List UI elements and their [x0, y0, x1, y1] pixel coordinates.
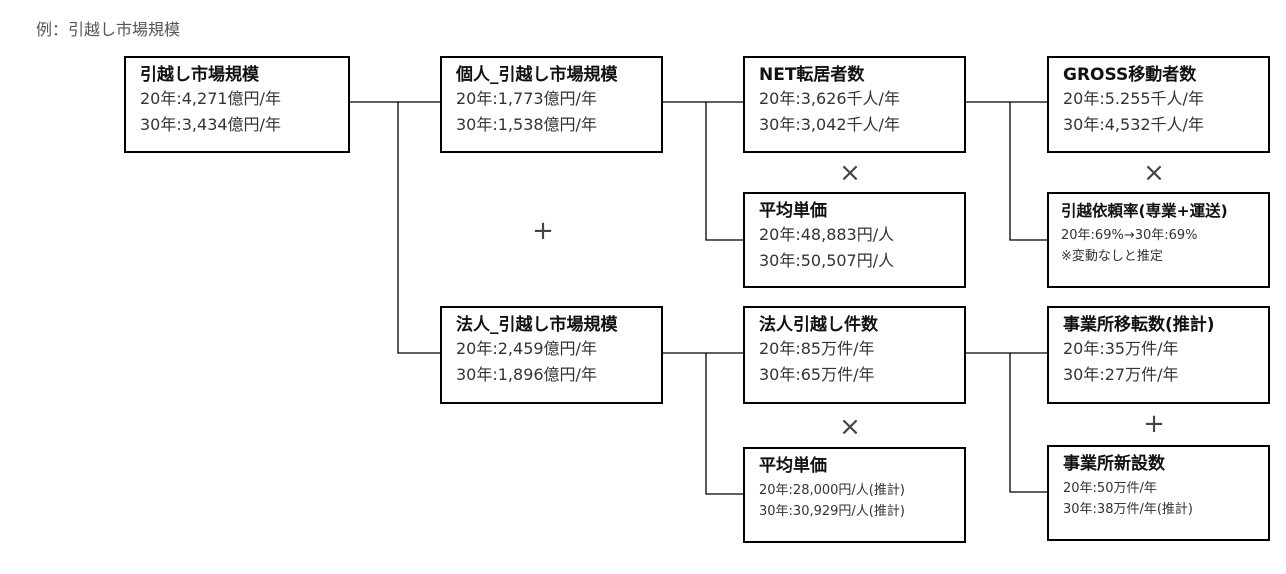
node-avg-price-individual: 平均単価 20年:48,883円/人 30年:50,507円/人 [743, 192, 966, 288]
plus-operator: + [532, 216, 554, 246]
node-new-offices: 事業所新設数 20年:50万件/年 30年:38万件/年(推計) [1047, 445, 1270, 541]
node-corp-move-count: 法人引越し件数 20年:85万件/年 30年:65万件/年 [743, 306, 966, 404]
node-value-2020: 20年:4,271億円/年 [140, 89, 281, 108]
node-value-2020: 20年:48,883円/人 [759, 225, 895, 244]
node-title: 法人引越し件数 [759, 315, 878, 335]
node-value-2020: 20年:85万件/年 [759, 339, 875, 358]
node-title: GROSS移動者数 [1063, 65, 1197, 85]
node-value-2020: 20年:5.255千人/年 [1063, 89, 1204, 108]
plus-operator: + [1143, 409, 1165, 439]
node-value-2020: 20年:3,626千人/年 [759, 89, 900, 108]
node-market-size: 引越し市場規模 20年:4,271億円/年 30年:3,434億円/年 [124, 56, 350, 153]
diagram-caption: 例：引越し市場規模 [36, 20, 181, 39]
node-value-2020: 20年:35万件/年 [1063, 339, 1179, 358]
node-title: 法人_引越し市場規模 [456, 315, 618, 335]
node-title: 平均単価 [759, 456, 827, 476]
node-corporate-market: 法人_引越し市場規模 20年:2,459億円/年 30年:1,896億円/年 [440, 306, 663, 404]
node-value-2030: 30年:50,507円/人 [759, 251, 895, 270]
node-value-2020: 20年:28,000円/人(推計) [759, 483, 905, 498]
node-value-2030: 30年:1,896億円/年 [456, 365, 597, 384]
node-individual-market: 個人_引越し市場規模 20年:1,773億円/年 30年:1,538億円/年 [440, 56, 663, 153]
node-value-2020: 20年:1,773億円/年 [456, 89, 597, 108]
node-title: 引越し市場規模 [140, 65, 259, 85]
node-title: 個人_引越し市場規模 [456, 65, 618, 85]
node-request-rate: 引越依頼率(専業+運送) 20年:69%→30年:69% ※変動なしと推定 [1047, 192, 1270, 288]
node-title: 平均単価 [759, 201, 827, 221]
node-title: NET転居者数 [759, 65, 865, 85]
node-value-2030: 30年:3,042千人/年 [759, 115, 900, 134]
node-value-2030: 30年:4,532千人/年 [1063, 115, 1204, 134]
node-value-2030: 30年:38万件/年(推計) [1063, 502, 1193, 517]
node-title: 事業所移転数(推計) [1063, 315, 1215, 335]
node-value-2030: 30年:65万件/年 [759, 365, 875, 384]
node-value-2030: 30年:3,434億円/年 [140, 115, 281, 134]
times-operator: × [839, 158, 861, 188]
node-value-2020: 20年:2,459億円/年 [456, 339, 597, 358]
node-value-2030: 30年:27万件/年 [1063, 365, 1179, 384]
node-value-2020: 20年:50万件/年 [1063, 481, 1157, 496]
times-operator: × [839, 412, 861, 442]
node-value-2030: 30年:1,538億円/年 [456, 115, 597, 134]
node-office-relocations: 事業所移転数(推計) 20年:35万件/年 30年:27万件/年 [1047, 306, 1270, 404]
node-title: 引越依頼率(専業+運送) [1061, 202, 1228, 220]
node-net-movers: NET転居者数 20年:3,626千人/年 30年:3,042千人/年 [743, 56, 966, 153]
times-operator: × [1143, 158, 1165, 188]
node-gross-movers: GROSS移動者数 20年:5.255千人/年 30年:4,532千人/年 [1047, 56, 1270, 153]
node-note: ※変動なしと推定 [1061, 249, 1163, 264]
node-avg-price-corporate: 平均単価 20年:28,000円/人(推計) 30年:30,929円/人(推計) [743, 447, 966, 543]
node-title: 事業所新設数 [1063, 454, 1165, 474]
node-value-rate: 20年:69%→30年:69% [1061, 228, 1198, 243]
node-value-2030: 30年:30,929円/人(推計) [759, 504, 905, 519]
